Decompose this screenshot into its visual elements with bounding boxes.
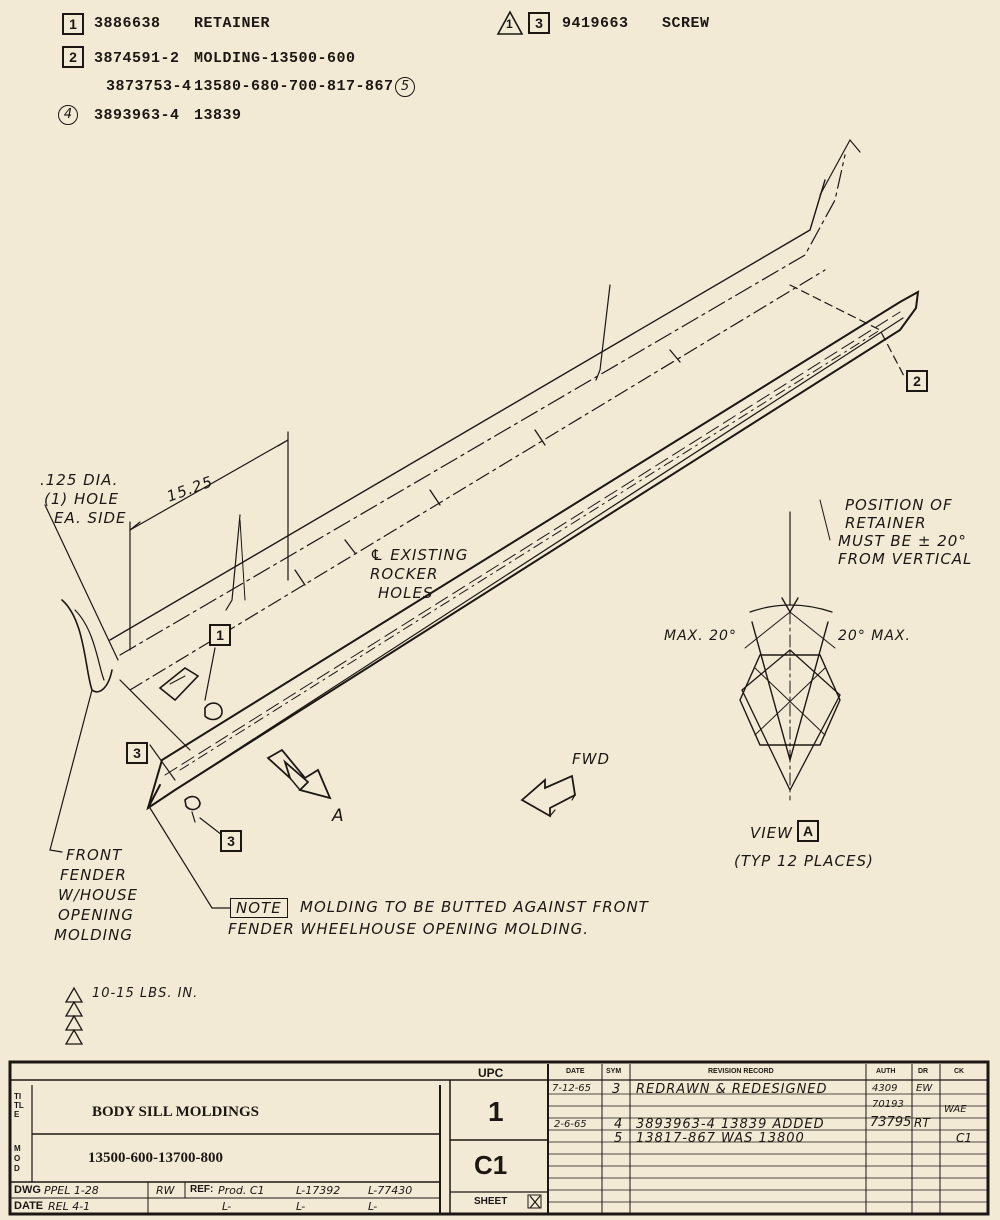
part-number: 9419663: [562, 15, 629, 32]
rev-header-sym: SYM: [606, 1068, 622, 1075]
date-label: DATE: [14, 1200, 44, 1212]
sheet-label: SHEET: [474, 1196, 508, 1207]
position-note: RETAINER: [845, 514, 927, 532]
fender-note: FENDER: [60, 866, 127, 884]
rev-header-record: REVISION RECORD: [708, 1068, 774, 1075]
rev-record: 13817-867 WAS 13800: [636, 1131, 805, 1146]
ref-l-number: L-77430: [368, 1184, 413, 1197]
note-text: MOLDING TO BE BUTTED AGAINST FRONT: [300, 898, 649, 916]
rev-record: 3893963-4 13839 ADDED: [636, 1117, 825, 1132]
ref-value: Prod. C1: [218, 1184, 265, 1197]
drawing-title: BODY SILL MOLDINGS: [92, 1104, 259, 1120]
callout-screw: 3: [126, 742, 148, 764]
position-note: MUST BE ± 20°: [838, 532, 967, 550]
retainer-part: [158, 667, 200, 702]
part-description: MOLDING-13500-600: [194, 50, 356, 67]
hole-note: (1) HOLE: [44, 490, 119, 508]
sheet-code: C1: [474, 1150, 508, 1180]
rev-date: 7-12-65: [552, 1083, 592, 1094]
fender-note: W/HOUSE: [58, 886, 138, 904]
warning-number: 1: [506, 17, 513, 31]
date-value: REL 4-1: [48, 1200, 91, 1213]
rev-sym: 3: [612, 1082, 621, 1097]
rev-ck: WAE: [944, 1104, 967, 1115]
rev-header-ck: CK: [954, 1068, 965, 1075]
rev-record: REDRAWN & REDESIGNED: [636, 1082, 828, 1097]
callout-box: 3: [528, 12, 550, 34]
callout-molding: 2: [906, 370, 928, 392]
note-text: FENDER WHEELHOUSE OPENING MOLDING.: [228, 920, 590, 938]
position-note: FROM VERTICAL: [838, 550, 973, 568]
warning-triangle-stack-icon: [64, 986, 84, 1045]
circled-callout: 4: [58, 105, 78, 125]
part-number: 3893963-4: [94, 107, 180, 124]
ref-l-number: L-: [368, 1200, 378, 1213]
view-a-letter: A: [332, 806, 345, 826]
rev-sym: 5: [614, 1131, 623, 1146]
view-a-arrow: [266, 748, 332, 800]
view-label: VIEW: [750, 824, 793, 842]
fender-note: FRONT: [66, 846, 123, 864]
ref-l-number: L-17392: [296, 1184, 341, 1197]
typ-places: (TYP 12 PLACES): [734, 852, 874, 870]
callout-retainer: 1: [209, 624, 231, 646]
position-note: POSITION OF: [845, 496, 953, 514]
upc-header: UPC: [478, 1066, 504, 1080]
title-side-label: TITLE: [14, 1092, 24, 1119]
ref-l-number: L-: [222, 1200, 232, 1213]
rocker-note: ℄ EXISTING: [370, 546, 469, 564]
callout-box: 1: [62, 13, 84, 35]
max-angle-left: MAX. 20°: [664, 628, 737, 644]
rev-ck: C1: [956, 1131, 973, 1145]
upc-value: 1: [488, 1096, 504, 1127]
hole-note: EA. SIDE: [54, 509, 127, 527]
max-angle-right: 20° MAX.: [838, 628, 911, 644]
rocker-note: ROCKER: [370, 565, 439, 583]
rev-auth: 4309: [872, 1083, 898, 1094]
part-number: 3886638: [94, 15, 161, 32]
rev-auth: 73795: [870, 1115, 912, 1130]
molding-body: [146, 290, 920, 811]
rev-sym: 4: [614, 1117, 623, 1132]
part-description: RETAINER: [194, 15, 271, 32]
rev-header-date: DATE: [566, 1068, 585, 1075]
rev-dr: EW: [916, 1083, 933, 1094]
part-number: 3874591-2: [94, 50, 180, 67]
callout-screw: 3: [220, 830, 242, 852]
part-description: SCREW: [662, 15, 710, 32]
fwd-arrow: [520, 774, 576, 818]
view-letter-box: A: [797, 820, 819, 842]
ref-l-number: L-: [296, 1200, 306, 1213]
rev-auth: 70193: [872, 1099, 904, 1110]
callout-box: 2: [62, 46, 84, 68]
part-description: 13580-680-700-817-867: [194, 78, 394, 95]
rocker-note: HOLES: [378, 584, 434, 602]
rev-header-auth: AUTH: [876, 1068, 896, 1075]
dwg-label: DWG: [14, 1184, 41, 1196]
model-numbers: 13500-600-13700-800: [88, 1150, 223, 1166]
fender-note: OPENING: [58, 906, 134, 924]
hole-note: .125 DIA.: [40, 471, 119, 489]
dwg-value: PPEL 1-28: [44, 1184, 99, 1197]
fwd-label: FWD: [572, 750, 611, 768]
fender-note: MOLDING: [54, 926, 133, 944]
note-label: NOTE: [230, 898, 288, 918]
torque-note: 10-15 LBS. IN.: [92, 986, 199, 1001]
part-number: 3873753-4: [106, 78, 192, 95]
rev-header-dr: DR: [918, 1068, 929, 1075]
circled-callout: 5: [395, 77, 415, 97]
mod-side-label: MOD: [14, 1144, 21, 1173]
part-description: 13839: [194, 107, 242, 124]
ref-label: REF:: [190, 1184, 214, 1195]
warning-triangle-icon: [496, 10, 524, 35]
rev-date: 2-6-65: [554, 1119, 587, 1130]
dwg-initials: RW: [156, 1184, 175, 1197]
rev-dr: RT: [914, 1116, 930, 1130]
